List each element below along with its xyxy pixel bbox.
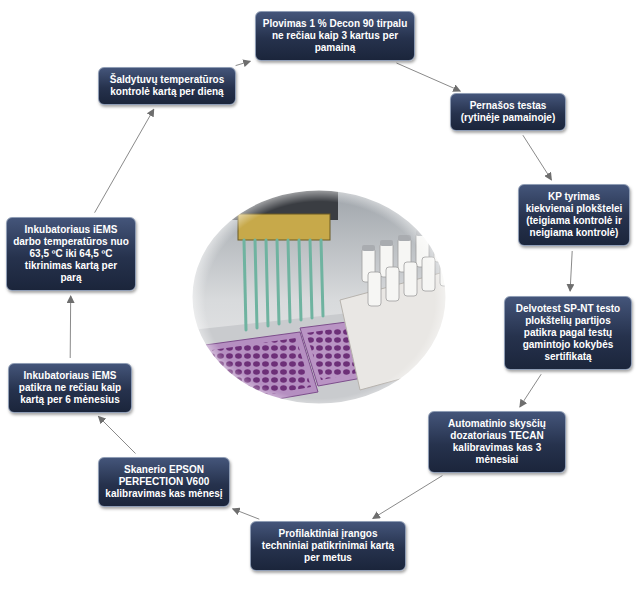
process-box: Šaldytuvų temperatūros kontrolė kartą pe… — [98, 67, 236, 105]
cycle-arrow — [520, 374, 541, 407]
process-box: KP tyrimas kiekvienai plokštelei (teigia… — [518, 184, 630, 246]
photo-content — [180, 180, 470, 420]
cycle-arrow — [397, 63, 461, 91]
box-text: Skanerio EPSON PERFECTION V600 kalibravi… — [105, 464, 223, 500]
cycle-arrow — [373, 476, 443, 519]
cycle-arrow — [233, 509, 260, 519]
box-text: Plovimas 1 % Decon 90 tirpalu ne rečiau … — [262, 18, 408, 54]
cycle-arrow — [99, 417, 136, 454]
cycle-arrow — [236, 61, 251, 65]
process-box: Inkubatoriaus iEMS darbo temperatūros nu… — [6, 217, 136, 291]
process-box: Inkubatoriaus iEMS patikra ne rečiau kai… — [8, 363, 132, 413]
box-text: KP tyrimas kiekvienai plokštelei (teigia… — [525, 191, 623, 239]
process-box: Pernašos testas (rytinėje pamainoje) — [450, 93, 566, 131]
box-text: Inkubatoriaus iEMS darbo temperatūros nu… — [13, 224, 129, 284]
box-text: Šaldytuvų temperatūros kontrolė kartą pe… — [105, 74, 229, 98]
box-text: Delvotest SP-NT testo plokštelių partijo… — [511, 303, 625, 363]
cycle-arrow — [570, 251, 572, 291]
process-box: Skanerio EPSON PERFECTION V600 kalibravi… — [98, 457, 230, 507]
process-box: Delvotest SP-NT testo plokštelių partijo… — [504, 296, 632, 370]
box-text: Inkubatoriaus iEMS patikra ne rečiau kai… — [15, 370, 125, 406]
box-text: Pernašos testas (rytinėje pamainoje) — [457, 100, 559, 124]
process-box: Automatinio skysčių dozatoriaus TECAN ka… — [428, 411, 566, 473]
box-text: Automatinio skysčių dozatoriaus TECAN ka… — [435, 418, 559, 466]
cycle-arrow — [95, 109, 154, 212]
cycle-arrow — [70, 296, 72, 358]
process-box: Profilaktiniai įrangos techniniai patikr… — [250, 521, 406, 571]
box-text: Profilaktiniai įrangos techniniai patikr… — [257, 528, 399, 564]
cycle-arrow — [523, 135, 552, 180]
process-box: Plovimas 1 % Decon 90 tirpalu ne rečiau … — [255, 11, 415, 61]
